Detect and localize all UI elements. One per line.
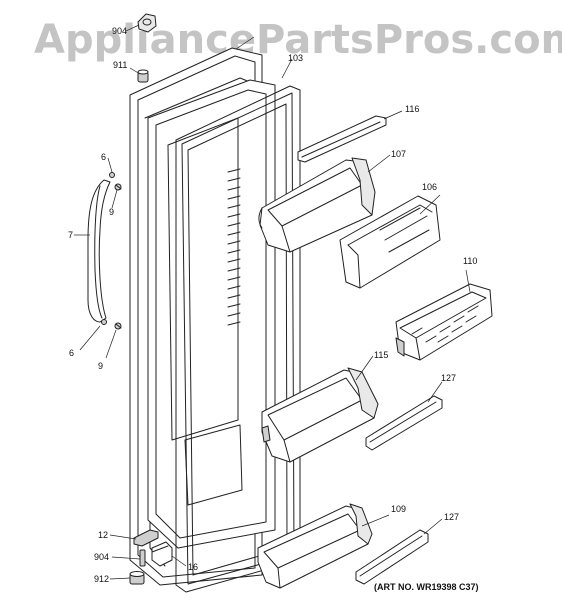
- pin-904: [139, 549, 146, 567]
- callout-115: 115: [374, 350, 388, 360]
- leader-lines: [74, 24, 471, 580]
- callout-904-top: 904: [112, 26, 127, 36]
- callout-116: 116: [405, 104, 419, 114]
- bin-rail-127-upper: [365, 395, 443, 451]
- callout-9-upper: 9: [109, 207, 114, 217]
- door-bin-115: [261, 367, 379, 463]
- callout-904-bottom: 904: [94, 552, 109, 562]
- stop-12: [133, 529, 159, 547]
- callout-106: 106: [422, 182, 437, 192]
- callout-103: 103: [288, 53, 303, 63]
- callout-labels: 904 911 103 116 6 9 107 106 7 110 6 9 11…: [68, 26, 477, 584]
- door-bin-107: [258, 157, 376, 253]
- door-bin-109: [257, 503, 373, 589]
- callout-12: 12: [98, 530, 108, 540]
- liner-ribs: [227, 168, 241, 326]
- bushing-912: [129, 571, 145, 585]
- callout-16: 16: [188, 562, 198, 572]
- callout-9-lower: 9: [98, 361, 103, 371]
- screws-lower: [101, 319, 122, 330]
- door-liner: [147, 79, 276, 549]
- callout-6-upper: 6: [101, 152, 106, 162]
- callout-911: 911: [113, 60, 127, 70]
- door-handle: [87, 179, 111, 323]
- callout-6-lower: 6: [69, 348, 74, 358]
- callout-127-lower: 127: [444, 512, 459, 522]
- callout-110: 110: [463, 256, 477, 266]
- art-number: (ART NO. WR19398 C37): [374, 582, 479, 592]
- callout-912: 912: [94, 574, 109, 584]
- callout-107: 107: [391, 149, 406, 159]
- callout-127-upper: 127: [441, 373, 456, 383]
- tray-110: [395, 283, 493, 361]
- bin-cover-116: [297, 115, 387, 163]
- bin-rail-127-lower: [355, 529, 429, 585]
- hinge-bracket-16: [151, 541, 173, 567]
- bushing-911: [137, 69, 149, 83]
- watermark-text: AppliancePartsPros.com: [34, 17, 562, 63]
- callout-109: 109: [391, 504, 406, 514]
- screws-upper: [109, 172, 122, 191]
- hinge-cap: [137, 13, 157, 33]
- bin-cover-106: [339, 195, 441, 289]
- callout-7: 7: [68, 230, 73, 240]
